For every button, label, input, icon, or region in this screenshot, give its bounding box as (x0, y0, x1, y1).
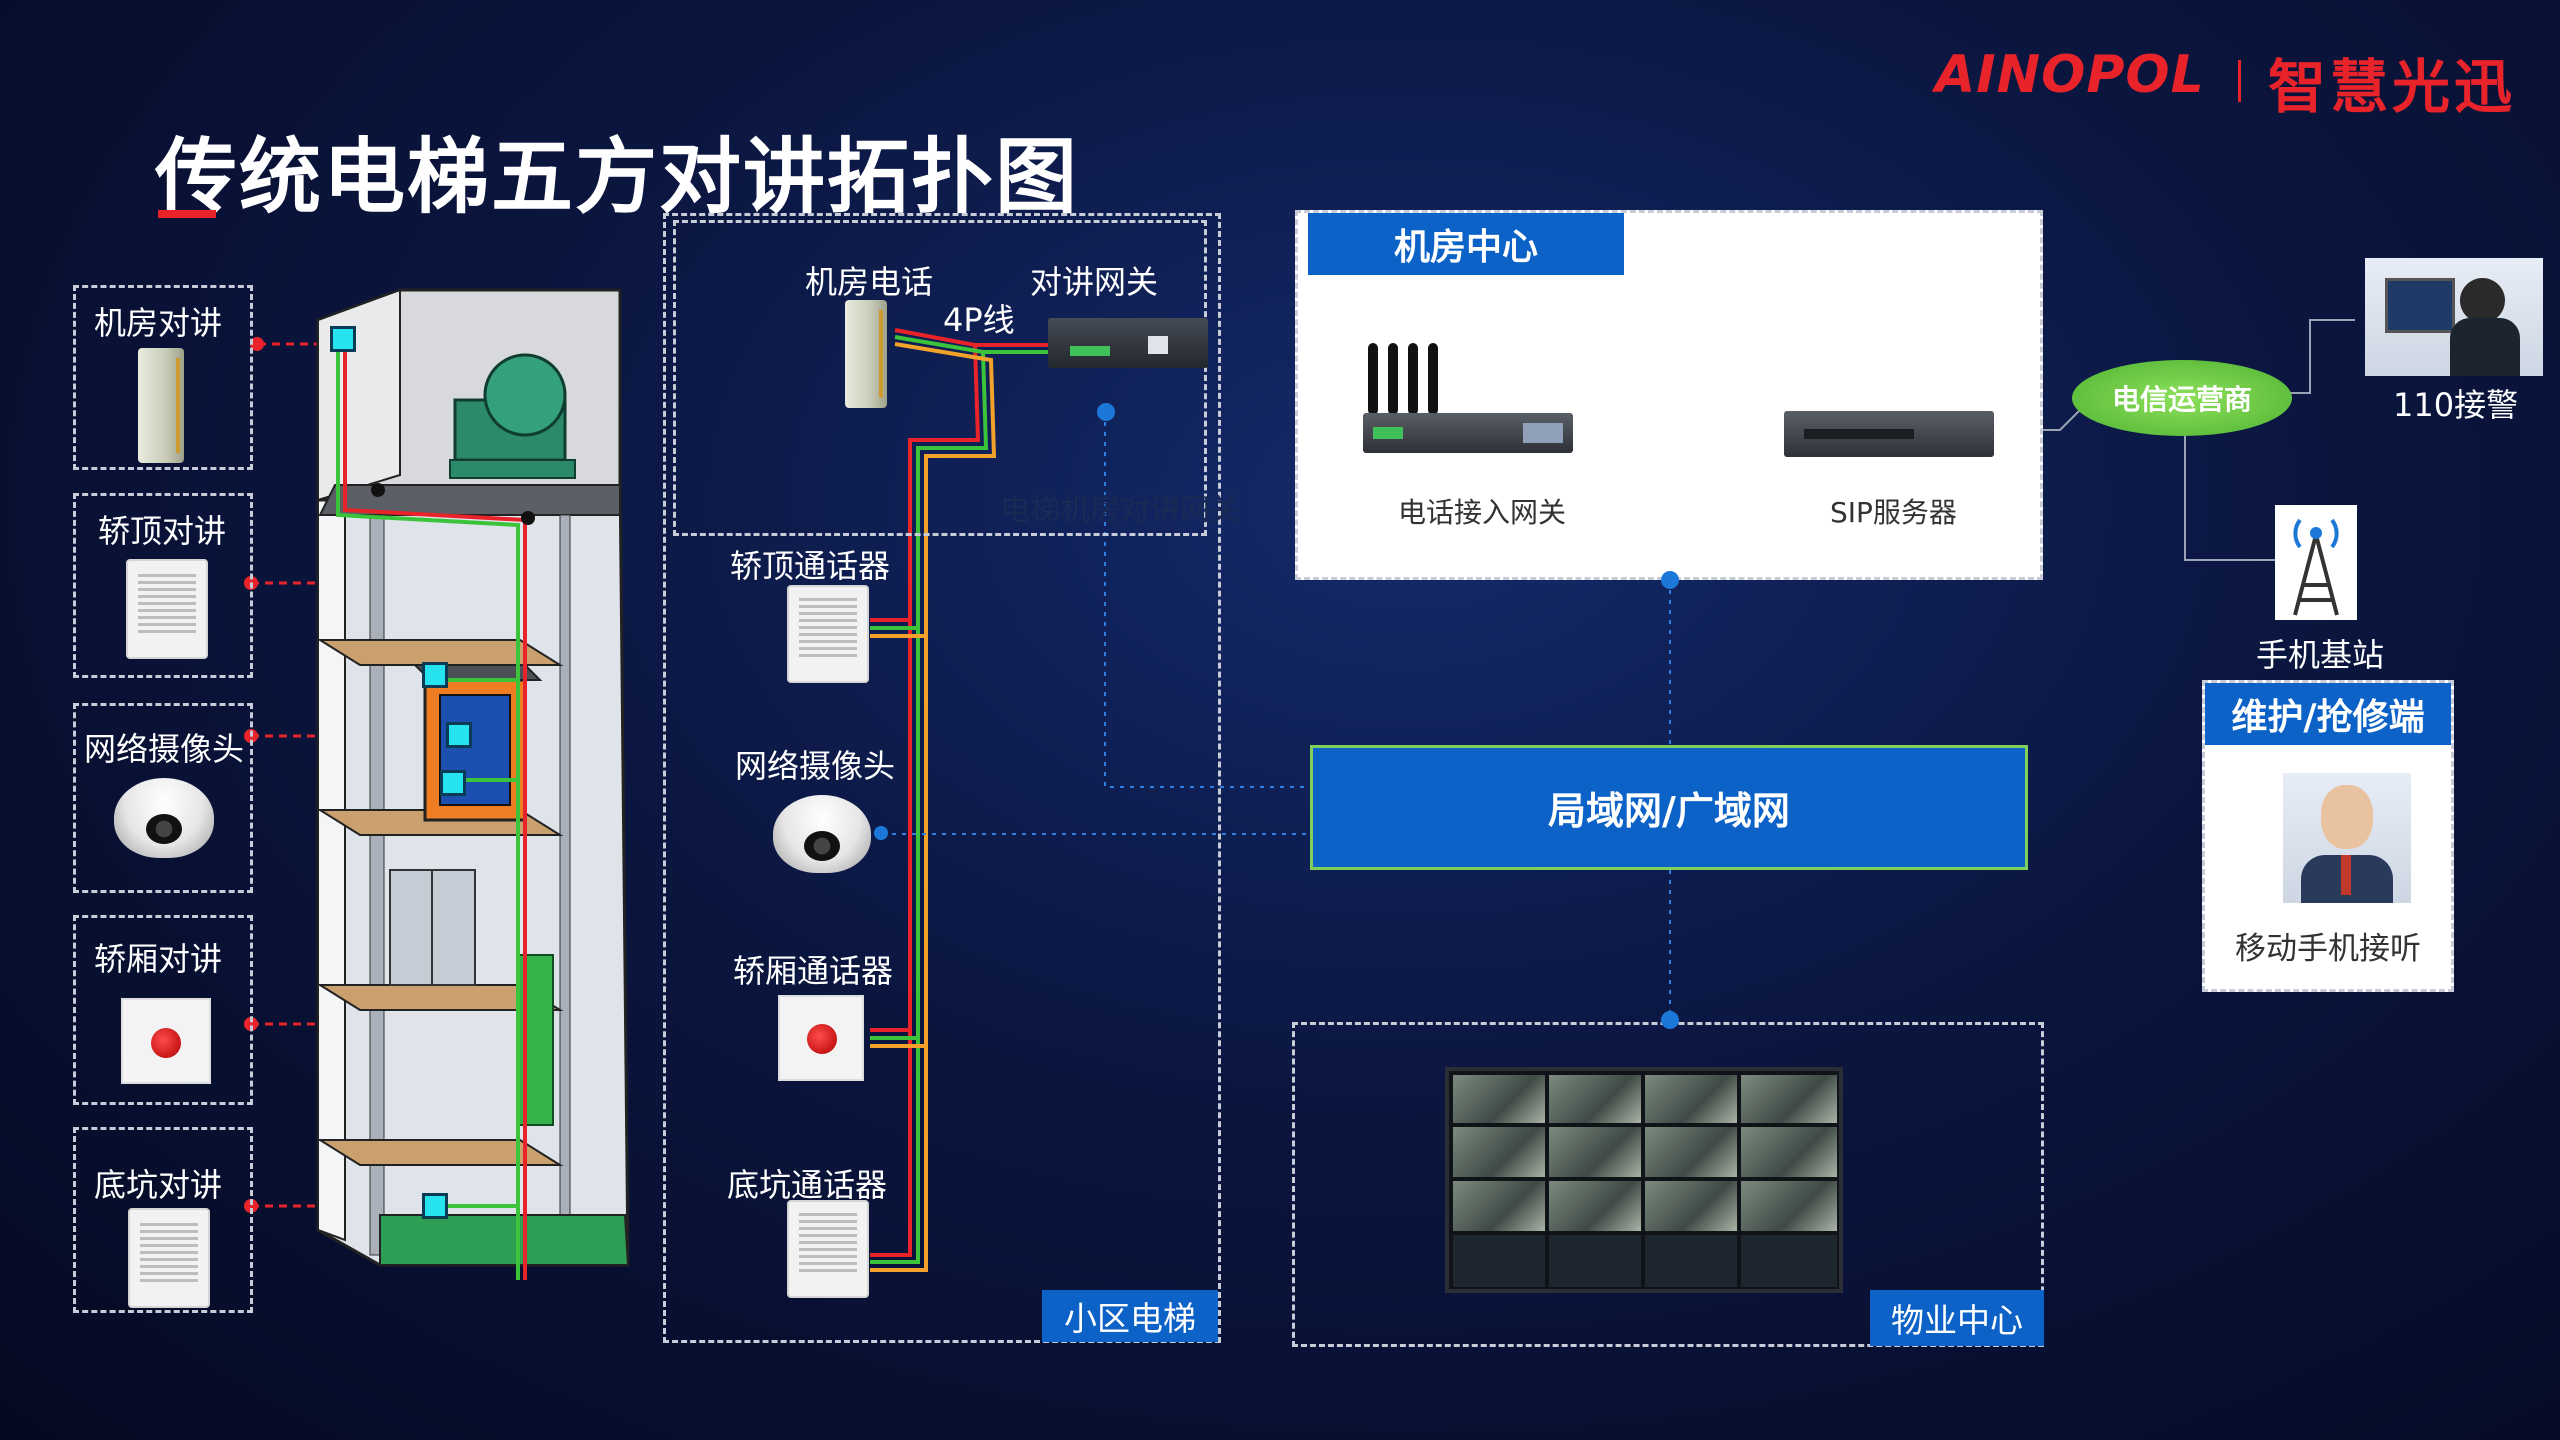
telecom-operator: 电信运营商 (2072, 360, 2292, 436)
sip-server-label: SIP服务器 (1830, 496, 1957, 529)
emergency-button-icon (778, 995, 864, 1081)
panel-label: 机房对讲 (94, 304, 223, 342)
intercom-phone-icon (138, 348, 184, 463)
gateway-device-icon (1363, 413, 1573, 453)
machine-center-panel: 机房中心 电话接入网关 SIP服务器 (1295, 210, 2043, 580)
shaft-node-pit (422, 1193, 448, 1219)
panel-label: 轿顶对讲 (98, 512, 227, 550)
intercom-gateway-label: 对讲网关 (1030, 263, 1159, 301)
speaker-intercom-icon (787, 1200, 869, 1298)
dome-camera-icon (773, 795, 871, 873)
panel-car-intercom: 轿厢对讲 (73, 915, 253, 1105)
video-wall-icon (1445, 1067, 1843, 1293)
dome-camera-icon (114, 778, 214, 858)
community-elevator-area (663, 213, 1221, 1343)
car-label: 轿厢通话器 (733, 952, 894, 990)
title-underline (158, 210, 216, 218)
camera-label: 网络摄像头 (735, 747, 896, 785)
pit-label: 底坑通话器 (727, 1166, 888, 1204)
car-top-label: 轿顶通话器 (730, 547, 891, 585)
panel-pit-intercom: 底坑对讲 (73, 1127, 253, 1313)
property-center-area: 物业中心 (1292, 1022, 2044, 1347)
cable-bundle (870, 328, 1060, 1272)
intercom-phone-icon (845, 300, 887, 408)
maintenance-panel: 维护/抢修端 移动手机接听 (2202, 680, 2454, 992)
shaft-node-car-top (422, 662, 448, 688)
cable-label: 4P线 (943, 301, 1015, 339)
businessman-photo (2283, 773, 2411, 903)
community-elevator-tag: 小区电梯 (1042, 1290, 1218, 1342)
panel-machine-room-intercom: 机房对讲 (73, 285, 253, 470)
operator-photo (2365, 258, 2543, 376)
antenna-tower-icon (2275, 505, 2357, 620)
speaker-intercom-icon (787, 585, 869, 683)
network-lines (882, 412, 1671, 1020)
shaft-node-camera (446, 722, 472, 748)
network-lan-wan: 局域网/广域网 (1310, 745, 2028, 870)
emergency-button-icon (121, 998, 211, 1084)
maintenance-caption: 移动手机接听 (2235, 931, 2421, 967)
gateway-device-icon (1048, 318, 1208, 368)
phone-gateway-label: 电话接入网关 (1398, 496, 1567, 529)
machine-room-subarea (673, 220, 1207, 536)
shaft-node-machine (330, 326, 356, 352)
page-title: 传统电梯五方对讲拓扑图 (155, 130, 1080, 225)
police-label: 110接警 (2393, 386, 2519, 424)
brand-separator (2238, 60, 2241, 102)
panel-label: 轿厢对讲 (94, 940, 223, 978)
speaker-intercom-icon (126, 559, 208, 659)
maintenance-tag: 维护/抢修端 (2205, 683, 2451, 745)
brand-logo: AINOPOL (1935, 45, 2205, 105)
panel-label: 底坑对讲 (94, 1166, 223, 1204)
faint-gateway-text: 电梯机房对讲网关 (1000, 493, 1240, 528)
panel-car-top-intercom: 轿顶对讲 (73, 493, 253, 678)
server-device-icon (1784, 411, 1994, 457)
brand-name: 智慧光迅 (2268, 53, 2517, 121)
machine-center-tag: 机房中心 (1308, 213, 1624, 275)
property-center-tag: 物业中心 (1870, 1290, 2044, 1346)
base-station-label: 手机基站 (2256, 636, 2385, 674)
machine-phone-label: 机房电话 (805, 263, 934, 301)
shaft-node-car (440, 770, 466, 796)
speaker-intercom-icon (128, 1208, 210, 1308)
panel-label: 网络摄像头 (84, 730, 245, 768)
panel-network-camera: 网络摄像头 (73, 703, 253, 893)
elevator-shaft-illustration (316, 288, 630, 1280)
